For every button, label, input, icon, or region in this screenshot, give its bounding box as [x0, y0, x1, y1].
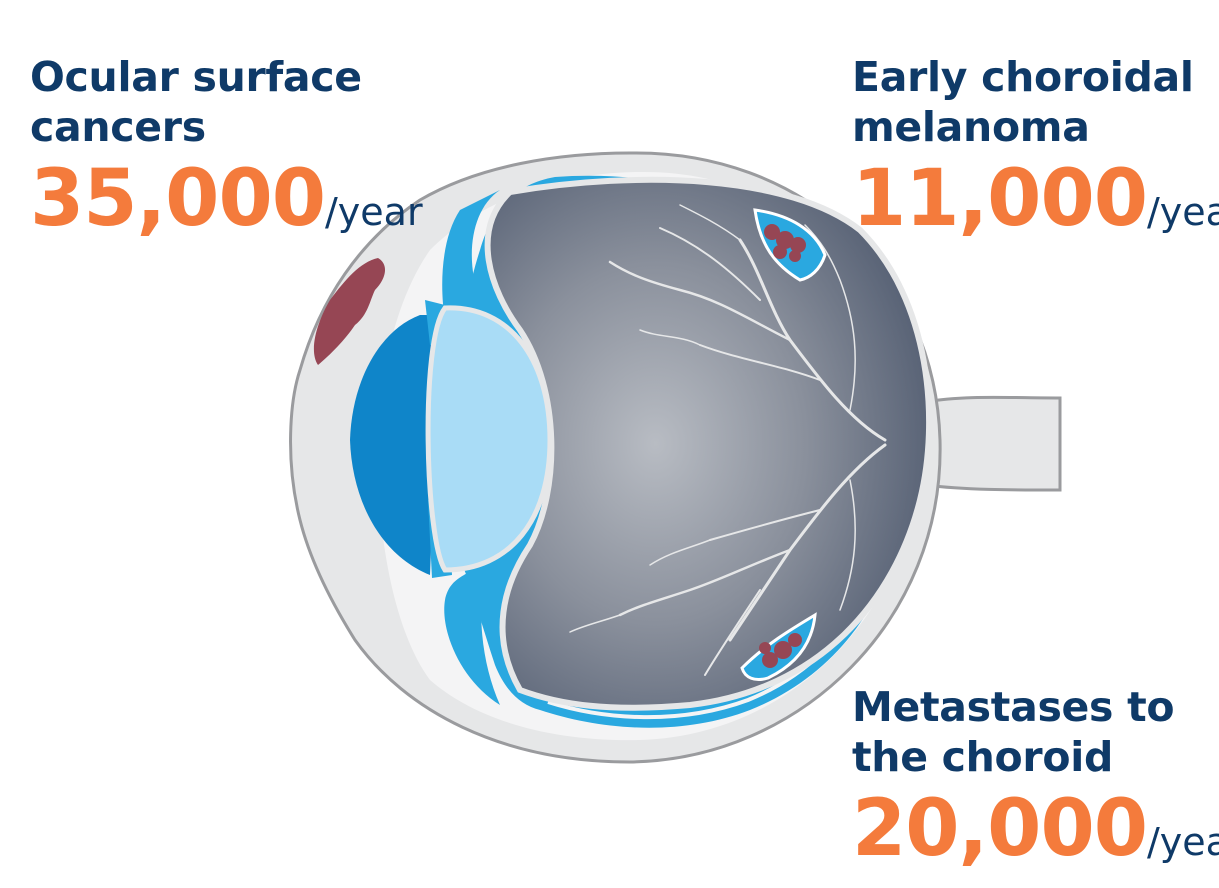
choroidal-melanoma-lesion [753, 208, 827, 282]
callout-title: Metastases to the choroid [852, 683, 1175, 781]
cornea [350, 315, 440, 575]
lens [425, 305, 553, 573]
callout-stat: 11,000/year [852, 158, 1219, 240]
incidence-value: 35,000 [30, 154, 326, 244]
incidence-unit: /year [325, 190, 423, 234]
callout-ocular-surface-cancers: Ocular surface cancers 35,000/year [30, 52, 423, 240]
incidence-unit: /year [1147, 190, 1219, 234]
choroidal-metastasis-lesion [740, 612, 817, 682]
incidence-value: 20,000 [852, 784, 1148, 874]
optic-nerve [923, 395, 1062, 492]
callout-title: Early choroidal melanoma [852, 53, 1194, 151]
callout-early-choroidal-melanoma: Early choroidal melanoma 11,000/year [852, 52, 1219, 240]
incidence-value: 11,000 [852, 154, 1148, 244]
callout-stat: 20,000/year [852, 788, 1219, 870]
incidence-unit: /year [1147, 820, 1219, 864]
ocular-surface-tumor [313, 258, 386, 365]
callout-title: Ocular surface cancers [30, 53, 362, 151]
callout-stat: 35,000/year [30, 158, 423, 240]
retinal-vessels [569, 204, 887, 676]
ciliary-body-bottom [444, 560, 500, 705]
callout-metastases-to-choroid: Metastases to the choroid 20,000/year [852, 682, 1219, 870]
